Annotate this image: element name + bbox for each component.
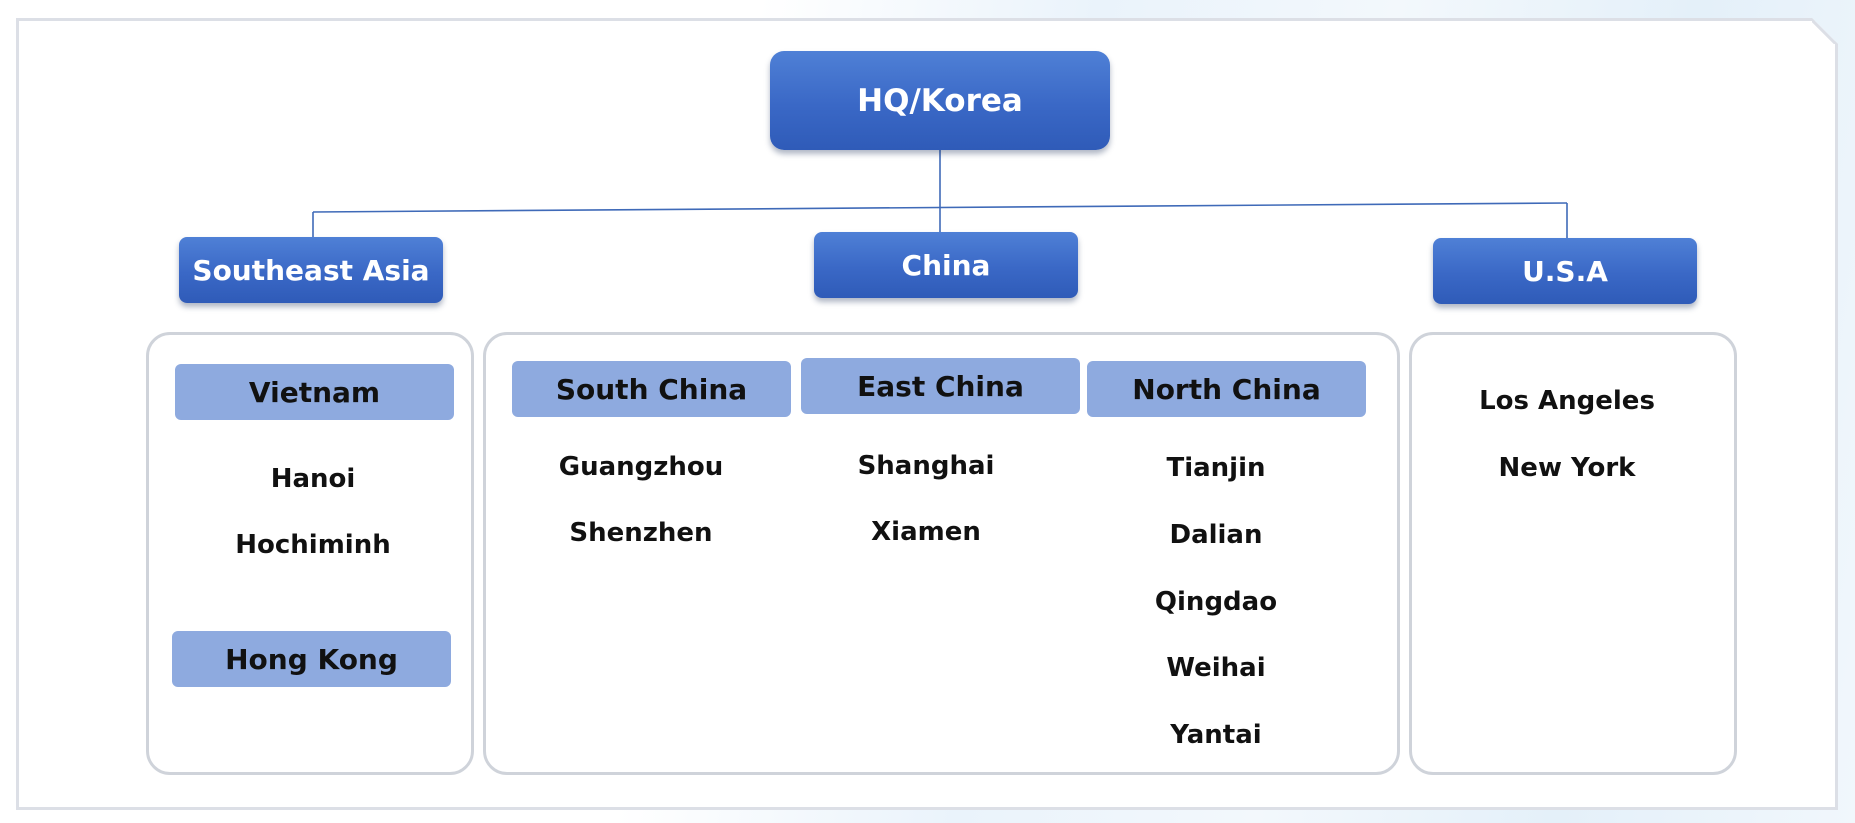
city-new-york: New York	[1498, 453, 1636, 483]
city-shanghai: Shanghai	[857, 451, 995, 481]
north-china-header: North China	[1087, 361, 1366, 417]
city-hanoi: Hanoi	[270, 464, 356, 494]
city-xiamen: Xiamen	[871, 517, 981, 547]
city-guangzhou: Guangzhou	[558, 452, 724, 482]
southeast-asia-label: Southeast Asia	[192, 253, 430, 287]
city-weihai: Weihai	[1166, 653, 1266, 683]
north-china-label: North China	[1132, 372, 1321, 406]
city-tianjin: Tianjin	[1166, 453, 1266, 483]
east-china-label: East China	[857, 369, 1024, 403]
east-china-header: East China	[801, 358, 1080, 414]
city-yantai: Yantai	[1170, 720, 1262, 750]
city-los-angeles: Los Angeles	[1479, 386, 1655, 416]
usa-box	[1409, 332, 1737, 775]
hq-korea-node: HQ/Korea	[770, 51, 1110, 150]
frame-corner	[1812, 18, 1838, 44]
usa-label: U.S.A	[1522, 254, 1608, 288]
southeast-asia-node: Southeast Asia	[179, 237, 443, 303]
hq-korea-label: HQ/Korea	[857, 82, 1023, 119]
south-china-label: South China	[555, 372, 748, 406]
city-dalian: Dalian	[1169, 520, 1263, 550]
south-china-header: South China	[512, 361, 791, 417]
vietnam-label: Vietnam	[248, 375, 381, 409]
hong-kong-header: Hong Kong	[172, 631, 451, 687]
usa-node: U.S.A	[1433, 238, 1697, 304]
vietnam-header: Vietnam	[175, 364, 454, 420]
city-qingdao: Qingdao	[1154, 587, 1278, 617]
china-label: China	[901, 248, 991, 282]
hong-kong-label: Hong Kong	[225, 642, 398, 676]
china-node: China	[814, 232, 1078, 298]
city-shenzhen: Shenzhen	[569, 518, 713, 548]
city-hochiminh: Hochiminh	[235, 530, 391, 560]
